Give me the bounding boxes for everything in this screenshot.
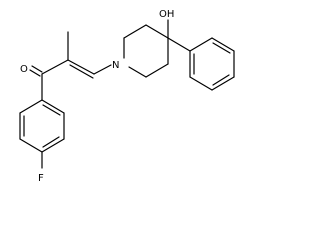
atom-label-ketone-oxygen: O (20, 64, 28, 75)
bond-ph4-ph5 (211, 76, 235, 91)
bond-c3-n (93, 64, 112, 75)
bond-c2-c3-a (67, 59, 95, 75)
bond-ph1-ph2 (189, 37, 213, 52)
molecule-diagram: O F N OH (19, 9, 235, 184)
atom-label-hydroxyl: OH (159, 9, 174, 20)
atom-label-nitrogen: N (112, 60, 119, 71)
bond-pip2-c4 (145, 24, 169, 39)
bond-ar-inner-1 (42, 104, 61, 116)
bond-pip4-pip5 (145, 63, 169, 78)
bond-ph-inner-1 (212, 42, 231, 54)
structure-canvas: O F N OH (19, 9, 235, 184)
bond-ph2-ph3 (211, 37, 235, 52)
bond-pip5-n (128, 66, 147, 78)
bond-ar-inner-2 (42, 136, 60, 148)
bond-carbonyl-b (29, 69, 41, 77)
bond-ar6-ar1 (19, 99, 43, 114)
bond-c2-c3-b (69, 64, 94, 79)
atom-label-fluorine: F (38, 173, 44, 184)
bond-ar3-ar4 (41, 138, 65, 153)
bond-ar4-ar5 (19, 138, 43, 153)
bond-ph5-ph6 (189, 76, 213, 91)
bond-ar1-ar2 (41, 99, 65, 114)
bond-pip1-pip2 (123, 24, 147, 39)
bond-c4-ph (167, 37, 191, 52)
bond-c1-c2 (41, 59, 69, 75)
bond-carbonyl-a (31, 65, 43, 73)
bond-ph-inner-2 (212, 74, 230, 86)
